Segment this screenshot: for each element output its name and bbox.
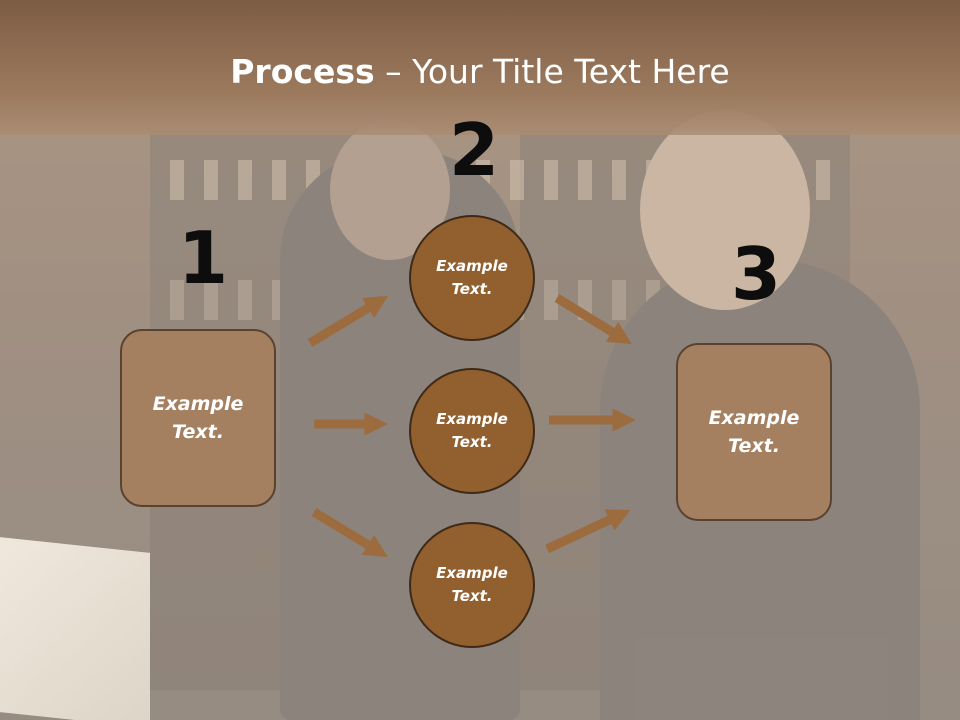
arrow-top-to-right (554, 294, 632, 345)
arrow-left-to-top (307, 295, 389, 347)
left-box-text: Example Text. (152, 392, 244, 444)
circle-middle[interactable]: Example Text. (409, 368, 535, 494)
step-number-3: 3 (731, 232, 782, 316)
circle-bottom-text: Example Text. (436, 563, 508, 605)
circle-top-text: Example Text. (436, 256, 508, 298)
title-strong: Process (230, 52, 375, 91)
title-bar (0, 0, 960, 135)
circle-middle-text: Example Text. (436, 409, 508, 451)
circle-top[interactable]: Example Text. (409, 215, 535, 341)
right-box[interactable]: Example Text. (676, 343, 832, 521)
right-box-text: Example Text. (708, 406, 800, 458)
circle-bottom[interactable]: Example Text. (409, 522, 535, 648)
step-number-2: 2 (449, 108, 500, 192)
slide-title[interactable]: Process – Your Title Text Here (0, 52, 960, 91)
step-number-1: 1 (178, 216, 229, 300)
arrow-bottom-to-right (545, 509, 631, 554)
title-rest: – Your Title Text Here (374, 52, 730, 91)
arrow-left-to-bottom (311, 508, 388, 558)
left-box[interactable]: Example Text. (120, 329, 276, 507)
